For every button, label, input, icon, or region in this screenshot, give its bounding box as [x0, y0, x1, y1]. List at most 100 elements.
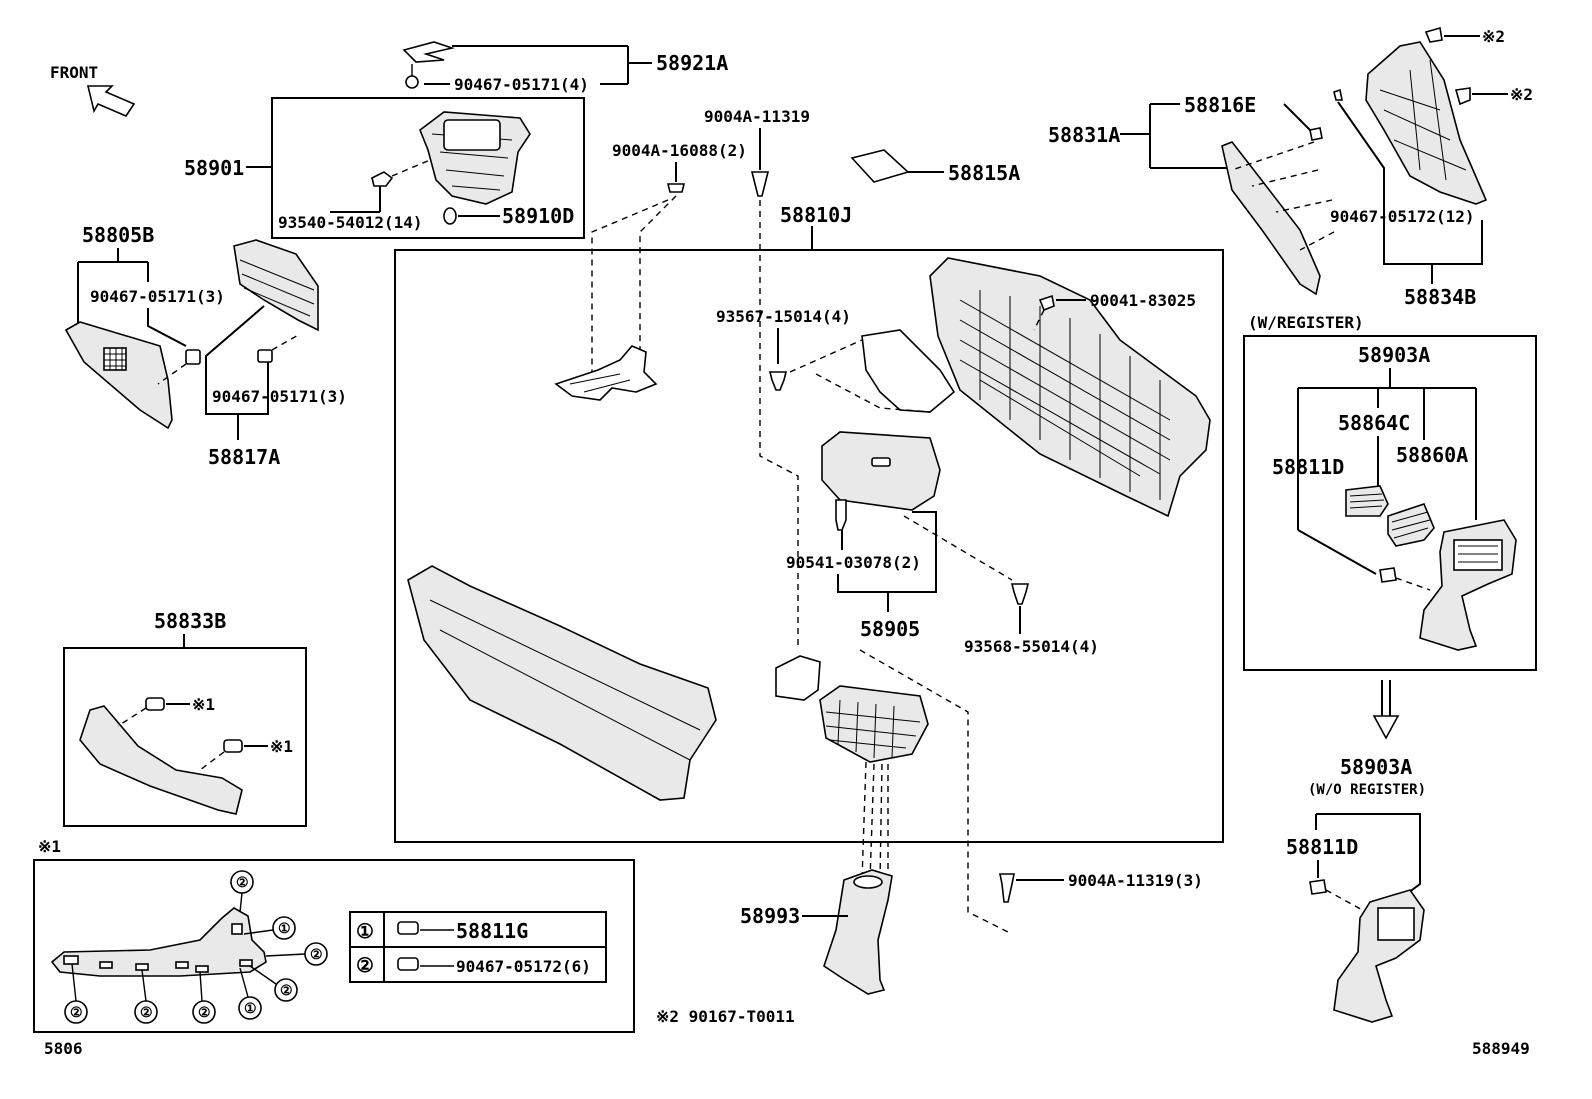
- clip-star1-a-icon: [145, 697, 165, 711]
- label-58921A: 58921A: [656, 51, 728, 75]
- label-93540-54012: 93540-54012(14): [278, 213, 423, 232]
- clip-58811D-top-icon: [1379, 567, 1397, 583]
- clip-58816E-icon: [1309, 127, 1323, 141]
- part-58905-armrest-shape: [821, 431, 941, 511]
- legend-part-2: 90467-05172(6): [456, 957, 591, 976]
- box-58810J: [394, 249, 1224, 843]
- legend-part-1: 58811G: [456, 919, 528, 943]
- callout-2-bottom-a: ②: [192, 971, 216, 1024]
- label-9004A-16088: 9004A-16088(2): [612, 141, 747, 160]
- bezel-register-opening-shape: [1453, 539, 1503, 571]
- front-label: FRONT: [50, 63, 98, 82]
- screw-93567-icon: [768, 371, 788, 391]
- callout-2-bottom-b: ②: [134, 969, 158, 1024]
- label-58905: 58905: [860, 617, 920, 641]
- label-star1-a: ※1: [192, 695, 215, 714]
- label-58816E: 58816E: [1184, 93, 1256, 117]
- svg-text:②: ②: [310, 947, 323, 963]
- stand-socket-shape: [853, 875, 883, 889]
- clip-star2-mid-icon: [1454, 87, 1471, 106]
- callout-2-right-lower: ②: [249, 965, 298, 1002]
- screw-9004A-11319-icon: [750, 171, 770, 197]
- tray-grid-pattern: [825, 699, 921, 759]
- clip-90467-b-icon: [257, 349, 273, 363]
- garnish-clip-slots: [63, 923, 253, 973]
- label-58805B: 58805B: [82, 223, 154, 247]
- part-90467-05171-clip-icon: [405, 75, 419, 89]
- callout-2-right: ②: [265, 942, 328, 966]
- label-star2-mid: ※2: [1510, 85, 1533, 104]
- bezel-plain-opening-shape: [1377, 907, 1415, 941]
- callout-1-bottom: ①: [238, 967, 262, 1020]
- label-star2-top: ※2: [1482, 27, 1505, 46]
- clip-star1-b-icon: [223, 739, 243, 753]
- screw-93568-icon: [1010, 583, 1030, 605]
- label-wo-register: (W/O REGISTER): [1308, 782, 1426, 798]
- page-ref-right: 588949: [1472, 1039, 1530, 1058]
- part-console-lower-panel-shape: [407, 565, 717, 801]
- footnote-star2: ※2 90167-T0011: [656, 1007, 795, 1026]
- label-w-register: (W/REGISTER): [1248, 313, 1364, 332]
- svg-text:②: ②: [198, 1005, 211, 1021]
- label-90467-05171-3a: 90467-05171(3): [90, 287, 225, 306]
- label-58817A: 58817A: [208, 445, 280, 469]
- part-58817A-shape: [233, 239, 319, 332]
- part-58834B-panel-shape: [1365, 41, 1488, 205]
- svg-text:②: ②: [280, 983, 293, 999]
- label-58993: 58993: [740, 904, 800, 928]
- label-58903A-bot: 58903A: [1340, 755, 1412, 779]
- part-58831A-trim-shape: [1221, 141, 1321, 296]
- label-58810J: 58810J: [780, 203, 852, 227]
- label-90541-03078: 90541-03078(2): [786, 553, 921, 572]
- svg-text:②: ②: [236, 875, 249, 891]
- panel-grille-icon: [103, 347, 127, 371]
- label-star1-header: ※1: [38, 837, 61, 856]
- legend-clip-2-icon: [397, 957, 419, 971]
- callout-2-top: ②: [230, 870, 254, 913]
- label-58860A: 58860A: [1396, 443, 1468, 467]
- label-90467-05172-12: 90467-05172(12): [1330, 207, 1475, 226]
- clip-star2-top-icon: [1424, 26, 1443, 43]
- legend-row-2: ② 90467-05172(6): [356, 953, 591, 977]
- clip-58811D-bot-icon: [1309, 879, 1327, 895]
- svg-text:②: ②: [70, 1005, 83, 1021]
- label-58903A-top: 58903A: [1358, 343, 1430, 367]
- part-58815A-shape: [850, 149, 910, 183]
- part-center-bracket-shape: [775, 655, 821, 701]
- callout-2-bottom-c: ②: [64, 963, 88, 1024]
- box-58833B: [63, 647, 307, 827]
- screw-90541-icon: [835, 499, 847, 531]
- label-9004A-11319: 9004A-11319: [704, 107, 810, 126]
- label-58815A: 58815A: [948, 161, 1020, 185]
- box-star1-detail: [33, 859, 635, 1033]
- part-58805B-panel-shape: [64, 321, 173, 430]
- legend-table: ① 58811G ② 90467-05172(6): [349, 911, 607, 983]
- armrest-latch-icon: [871, 457, 891, 467]
- screw-9004A-11319-3-icon: [999, 873, 1015, 903]
- label-star1-b: ※1: [270, 737, 293, 756]
- label-90041-83025: 90041-83025: [1090, 291, 1196, 310]
- label-58910D: 58910D: [502, 204, 574, 228]
- variant-arrow-icon: [1372, 680, 1400, 740]
- part-58910D-icon: [443, 207, 457, 225]
- svg-text:①: ①: [244, 1001, 257, 1017]
- screw-9004A-16088-icon: [666, 183, 686, 193]
- cupholder-opening-shape: [443, 119, 501, 151]
- label-58834B: 58834B: [1404, 285, 1476, 309]
- svg-text:②: ②: [140, 1005, 153, 1021]
- label-58831A: 58831A: [1048, 123, 1120, 147]
- callout-1-right: ①: [243, 916, 296, 940]
- front-arrow-icon: [86, 85, 136, 117]
- part-58921A-clip-shape: [402, 41, 455, 63]
- legend-num-2: ②: [356, 953, 374, 977]
- legend-clip-1-icon: [397, 921, 419, 935]
- label-90467-05171-3b: 90467-05171(3): [212, 387, 347, 406]
- part-58833B-garnish-shape: [79, 705, 243, 815]
- label-58901: 58901: [184, 156, 244, 180]
- part-garnish-underside-shape: [50, 907, 267, 977]
- label-58864C: 58864C: [1338, 411, 1410, 435]
- part-bracket-shape: [554, 345, 658, 401]
- part-93540-clip-icon: [371, 171, 394, 187]
- label-9004A-11319-3: 9004A-11319(3): [1068, 871, 1203, 890]
